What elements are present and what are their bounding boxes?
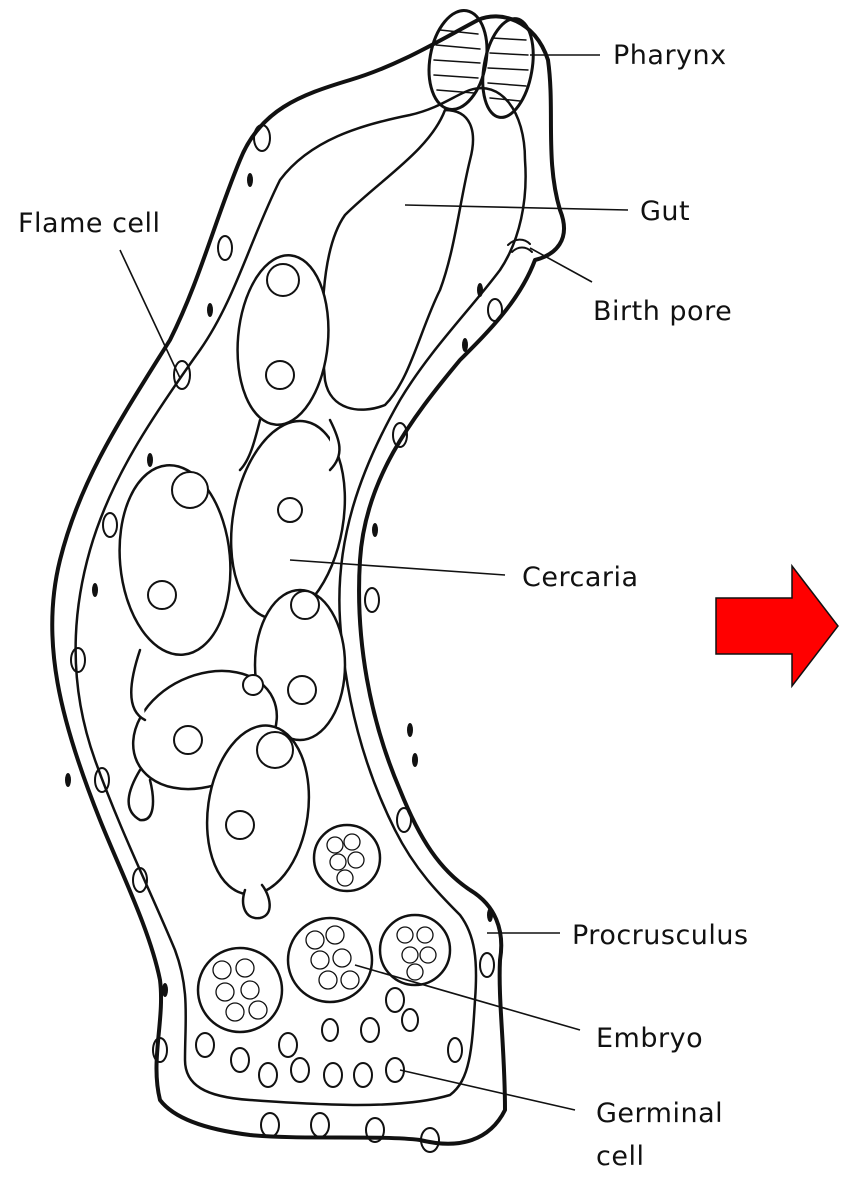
label-cercaria: Cercaria: [522, 562, 639, 593]
red-arrow-icon: [716, 566, 838, 686]
label-pharynx: Pharynx: [613, 40, 727, 71]
germinal-cells: [196, 988, 418, 1087]
pharynx: [422, 6, 541, 122]
label-flame-cell: Flame cell: [18, 208, 161, 239]
label-birth-pore: Birth pore: [593, 296, 732, 327]
label-germinal-cell-line2: cell: [596, 1141, 644, 1172]
labels: Pharynx Gut Flame cell Birth pore Cercar…: [18, 40, 749, 1172]
label-germinal-cell-line1: Germinal: [596, 1098, 723, 1129]
label-procrusculus: Procrusculus: [572, 920, 749, 951]
cercariae: [112, 251, 360, 918]
label-embryo: Embryo: [596, 1023, 703, 1054]
gut: [322, 110, 473, 410]
label-gut: Gut: [640, 196, 690, 227]
